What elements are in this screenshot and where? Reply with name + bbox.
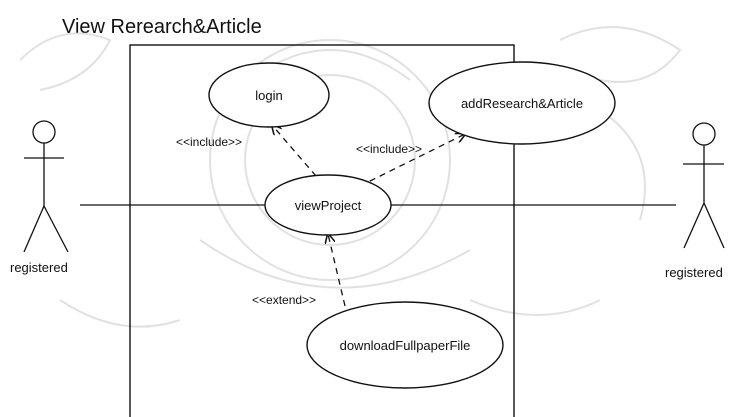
extend-download-arrow	[328, 234, 346, 307]
actor-right: registered	[665, 122, 725, 280]
system-boundary	[129, 44, 515, 417]
use-case-view-project: viewProject	[264, 174, 392, 236]
use-case-add-research-label: addResearch&Article	[461, 96, 583, 111]
actor-left: registered	[10, 120, 69, 275]
actor-head-icon	[32, 120, 56, 144]
use-case-view-project-label: viewProject	[295, 198, 362, 213]
include-login-label: <<include>>	[176, 135, 242, 149]
use-case-add-research: addResearch&Article	[428, 61, 616, 145]
use-case-download: downloadFullpaperFile	[306, 301, 504, 389]
actor-head-icon	[692, 122, 716, 146]
extend-label: <<extend>>	[252, 293, 316, 307]
use-case-login-label: login	[255, 88, 282, 103]
diagram-title: View Rerearch&Article	[62, 16, 262, 38]
actor-right-label: registered	[665, 265, 723, 280]
use-case-login: login	[208, 62, 330, 128]
actor-left-label: registered	[10, 260, 68, 275]
include-add-research-arrow	[359, 134, 465, 187]
include-login-arrow	[272, 125, 317, 177]
use-case-download-label: downloadFullpaperFile	[340, 338, 471, 353]
include-add-research-label: <<include>>	[356, 142, 422, 156]
